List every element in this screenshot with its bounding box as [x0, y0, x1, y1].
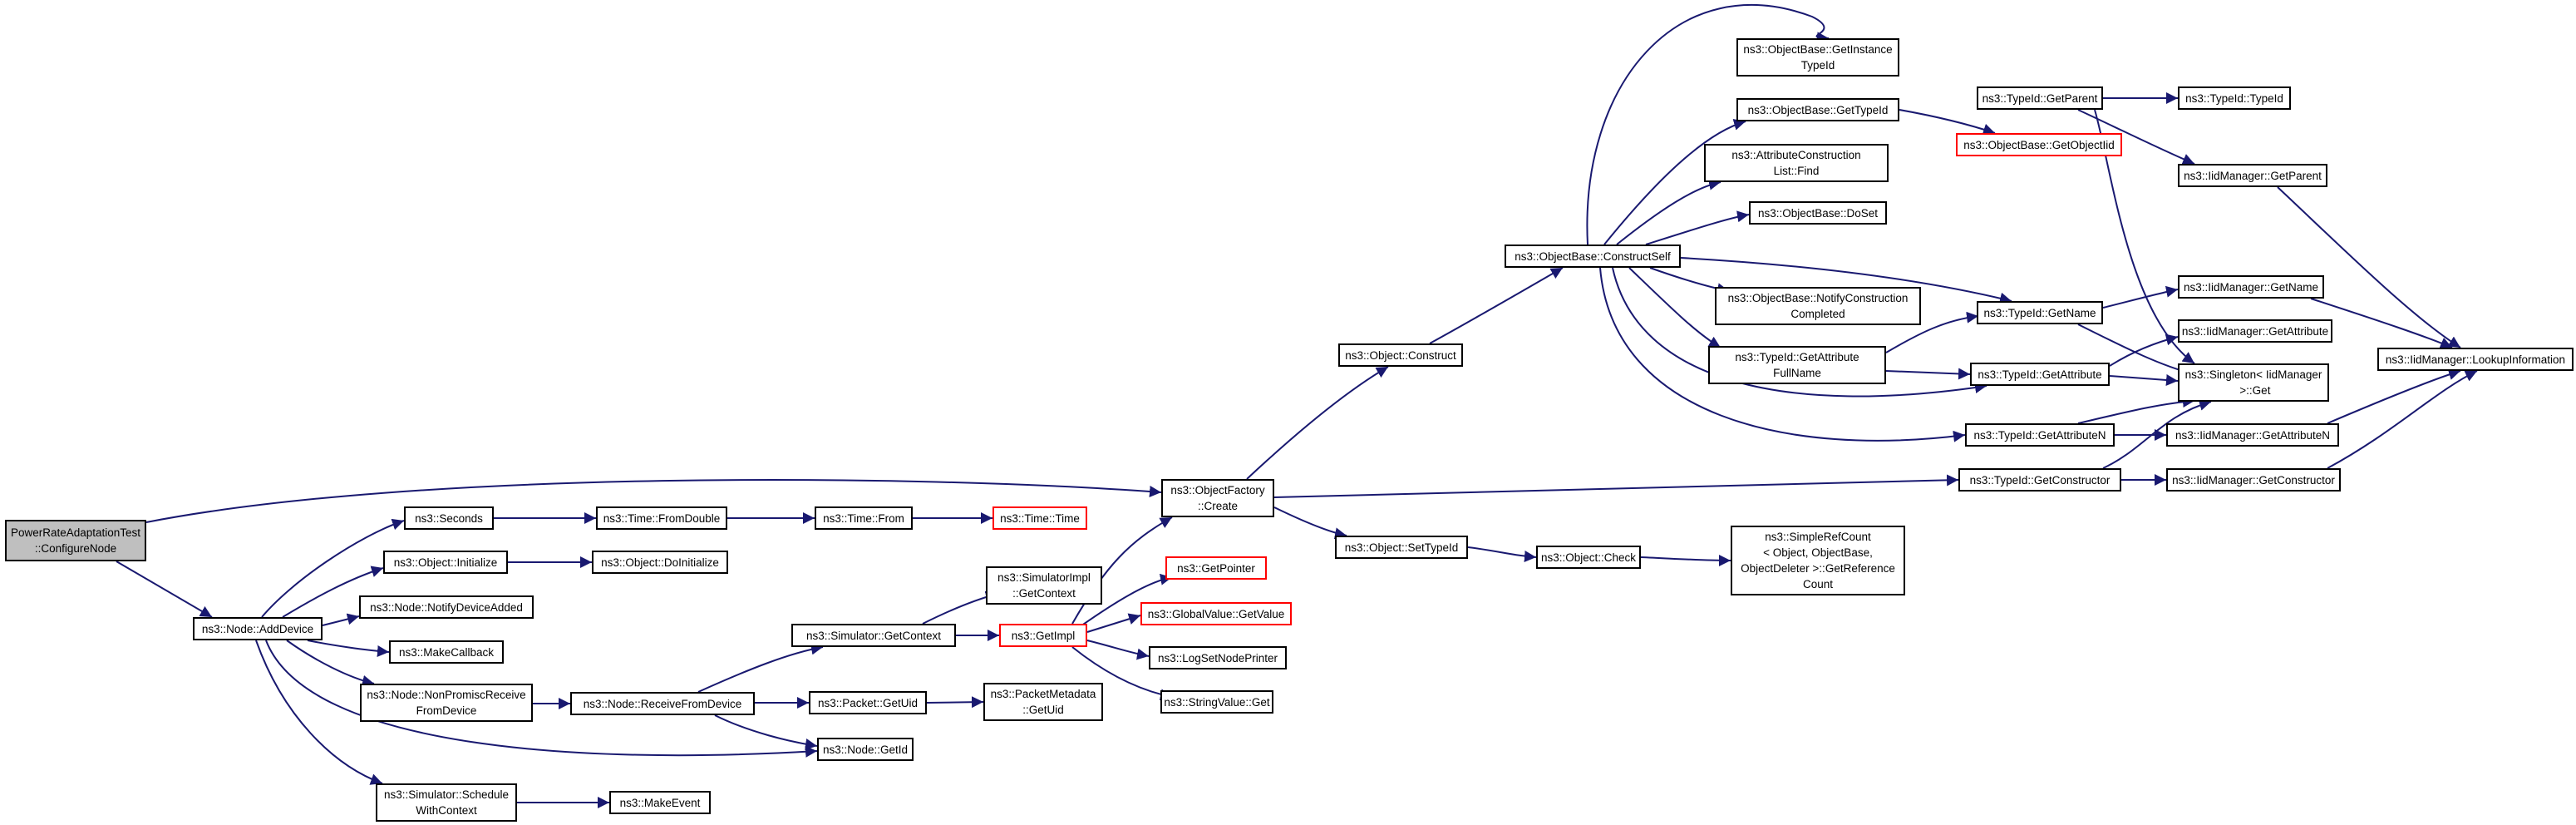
edge-get-impl-to-log-set-node-printer [1086, 640, 1150, 660]
node-add-device[interactable]: ns3::Node::AddDevice [193, 617, 323, 640]
edge-typeid-get-name-to-iid-get-name [2102, 285, 2179, 309]
node-iid-get-parent[interactable]: ns3::IidManager::GetParent [2178, 164, 2327, 187]
edge-object-check-to-simple-ref-count [1640, 554, 1731, 566]
edge-get-attribute-full-name-to-typeid-get-attribute [1885, 368, 1971, 380]
node-node-get-id[interactable]: ns3::Node::GetId [817, 738, 914, 761]
node-notify-device-added[interactable]: ns3::Node::NotifyDeviceAdded [359, 595, 534, 619]
edge-factory-create-to-typeid-get-constructor [1273, 474, 1959, 498]
node-root[interactable]: PowerRateAdaptationTest ::ConfigureNode [5, 520, 146, 561]
edge-factory-create-to-set-type-id [1273, 506, 1347, 540]
edge-add-device-to-notify-device-added [322, 613, 360, 626]
node-iid-get-constructor[interactable]: ns3::IidManager::GetConstructor [2166, 468, 2341, 492]
edge-iid-get-parent-to-lookup-information [2277, 186, 2461, 348]
edge-typeid-get-constructor-to-singleton-get [2102, 399, 2212, 469]
edge-iid-get-constructor-to-lookup-information [2327, 370, 2478, 469]
node-typeid-get-constructor[interactable]: ns3::TypeId::GetConstructor [1958, 468, 2121, 492]
edge-add-device-to-object-initialize [282, 566, 384, 618]
node-object-initialize[interactable]: ns3::Object::Initialize [383, 551, 508, 574]
node-log-set-node-printer[interactable]: ns3::LogSetNodePrinter [1149, 646, 1287, 669]
edge-construct-self-to-get-instance-type-id [1586, 3, 1830, 245]
node-object-set-type-id[interactable]: ns3::Object::SetTypeId [1335, 536, 1468, 559]
edge-construct-self-to-attribute-list-find [1616, 178, 1721, 245]
edge-packet-get-uid-to-metadata-get-uid [926, 696, 984, 709]
node-get-context[interactable]: ns3::Simulator::GetContext [791, 624, 956, 647]
edge-add-device-to-non-promisc [286, 640, 375, 687]
edge-receive-from-device-to-get-context [697, 643, 824, 693]
node-lookup-information[interactable]: ns3::IidManager::LookupInformation [2377, 348, 2574, 371]
node-get-pointer[interactable]: ns3::GetPointer [1165, 556, 1267, 580]
node-make-callback[interactable]: ns3::MakeCallback [389, 640, 504, 664]
node-receive-from-device[interactable]: ns3::Node::ReceiveFromDevice [570, 692, 755, 715]
node-get-instance-type-id[interactable]: ns3::ObjectBase::GetInstance TypeId [1736, 38, 1899, 77]
node-make-event[interactable]: ns3::MakeEvent [609, 791, 711, 814]
node-singleton-get[interactable]: ns3::Singleton< IidManager >::Get [2178, 363, 2329, 402]
edge-object-construct-to-construct-self [1429, 267, 1564, 344]
edge-construct-self-to-do-set [1645, 210, 1750, 245]
edge-add-device-to-schedule-with-context [255, 640, 383, 785]
node-iid-get-attribute-n[interactable]: ns3::IidManager::GetAttributeN [2166, 423, 2339, 447]
edge-construct-self-to-get-attribute-full-name [1628, 267, 1721, 348]
edge-get-impl-to-global-get-value [1086, 613, 1141, 633]
node-time-time[interactable]: ns3::Time::Time [992, 506, 1087, 530]
node-time-from[interactable]: ns3::Time::From [815, 506, 913, 530]
edge-factory-create-to-object-construct [1246, 366, 1389, 480]
node-iid-get-attribute[interactable]: ns3::IidManager::GetAttribute [2178, 319, 2332, 343]
node-do-initialize[interactable]: ns3::Object::DoInitialize [592, 551, 728, 574]
node-attribute-list-find[interactable]: ns3::AttributeConstruction List::Find [1704, 144, 1889, 182]
edge-add-device-to-seconds [261, 518, 405, 618]
node-from-double[interactable]: ns3::Time::FromDouble [596, 506, 727, 530]
node-schedule-with-context[interactable]: ns3::Simulator::Schedule WithContext [376, 783, 517, 822]
node-object-construct[interactable]: ns3::Object::Construct [1338, 343, 1463, 367]
node-factory-create[interactable]: ns3::ObjectFactory ::Create [1161, 479, 1274, 517]
node-typeid-get-parent[interactable]: ns3::TypeId::GetParent [1977, 86, 2103, 110]
edge-root-to-factory-create [145, 479, 1162, 523]
node-notify-construction[interactable]: ns3::ObjectBase::NotifyConstruction Comp… [1715, 287, 1921, 325]
edge-receive-from-device-to-node-get-id [714, 714, 818, 750]
edge-construct-self-to-typeid-get-name [1680, 257, 2012, 304]
node-impl-get-context[interactable]: ns3::SimulatorImpl ::GetContext [986, 566, 1102, 605]
node-typeid-get-attribute[interactable]: ns3::TypeId::GetAttribute [1970, 363, 2110, 386]
edge-construct-self-to-ob-get-type-id [1603, 119, 1746, 245]
node-construct-self[interactable]: ns3::ObjectBase::ConstructSelf [1505, 245, 1681, 268]
node-global-get-value[interactable]: ns3::GlobalValue::GetValue [1140, 602, 1292, 625]
node-simple-ref-count[interactable]: ns3::SimpleRefCount < Object, ObjectBase… [1731, 526, 1905, 595]
edge-ob-get-type-id-to-get-object-iid [1899, 109, 1996, 136]
edge-typeid-get-attribute-n-to-singleton-get [2077, 396, 2195, 424]
node-iid-get-name[interactable]: ns3::IidManager::GetName [2178, 275, 2324, 299]
node-typeid-get-name[interactable]: ns3::TypeId::GetName [1977, 301, 2103, 324]
node-get-impl[interactable]: ns3::GetImpl [999, 624, 1087, 647]
edge-add-device-to-make-callback [307, 640, 390, 657]
edge-iid-get-name-to-lookup-information [2310, 298, 2453, 348]
node-do-set[interactable]: ns3::ObjectBase::DoSet [1749, 201, 1887, 225]
node-packet-get-uid[interactable]: ns3::Packet::GetUid [809, 691, 927, 714]
edge-construct-self-to-typeid-get-attribute-n [1599, 267, 1966, 442]
node-typeid-typeid[interactable]: ns3::TypeId::TypeId [2178, 86, 2291, 110]
node-get-object-iid[interactable]: ns3::ObjectBase::GetObjectIid [1956, 133, 2122, 156]
node-typeid-get-attribute-n[interactable]: ns3::TypeId::GetAttributeN [1965, 423, 2115, 447]
node-string-value-get[interactable]: ns3::StringValue::Get [1160, 690, 1273, 714]
edge-typeid-get-parent-to-iid-get-parent [2077, 109, 2195, 165]
node-non-promisc-receive[interactable]: ns3::Node::NonPromiscReceive FromDevice [360, 684, 533, 722]
edge-set-type-id-to-object-check [1467, 546, 1537, 562]
edge-get-attribute-full-name-to-typeid-get-name [1885, 311, 1979, 353]
edge-iid-get-attribute-n-to-lookup-information [2327, 368, 2461, 424]
node-metadata-get-uid[interactable]: ns3::PacketMetadata ::GetUid [983, 683, 1103, 721]
node-get-attribute-full-name[interactable]: ns3::TypeId::GetAttribute FullName [1708, 346, 1886, 384]
node-seconds[interactable]: ns3::Seconds [404, 506, 494, 530]
edge-root-to-add-device [116, 561, 213, 618]
node-ob-get-type-id[interactable]: ns3::ObjectBase::GetTypeId [1736, 98, 1899, 121]
edge-get-impl-to-get-pointer [1080, 573, 1173, 627]
edge-add-device-to-node-get-id [265, 640, 818, 758]
node-object-check[interactable]: ns3::Object::Check [1536, 546, 1641, 569]
edge-typeid-get-attribute-to-iid-get-attribute [2109, 333, 2179, 367]
edge-typeid-get-attribute-to-singleton-get [2109, 373, 2179, 386]
